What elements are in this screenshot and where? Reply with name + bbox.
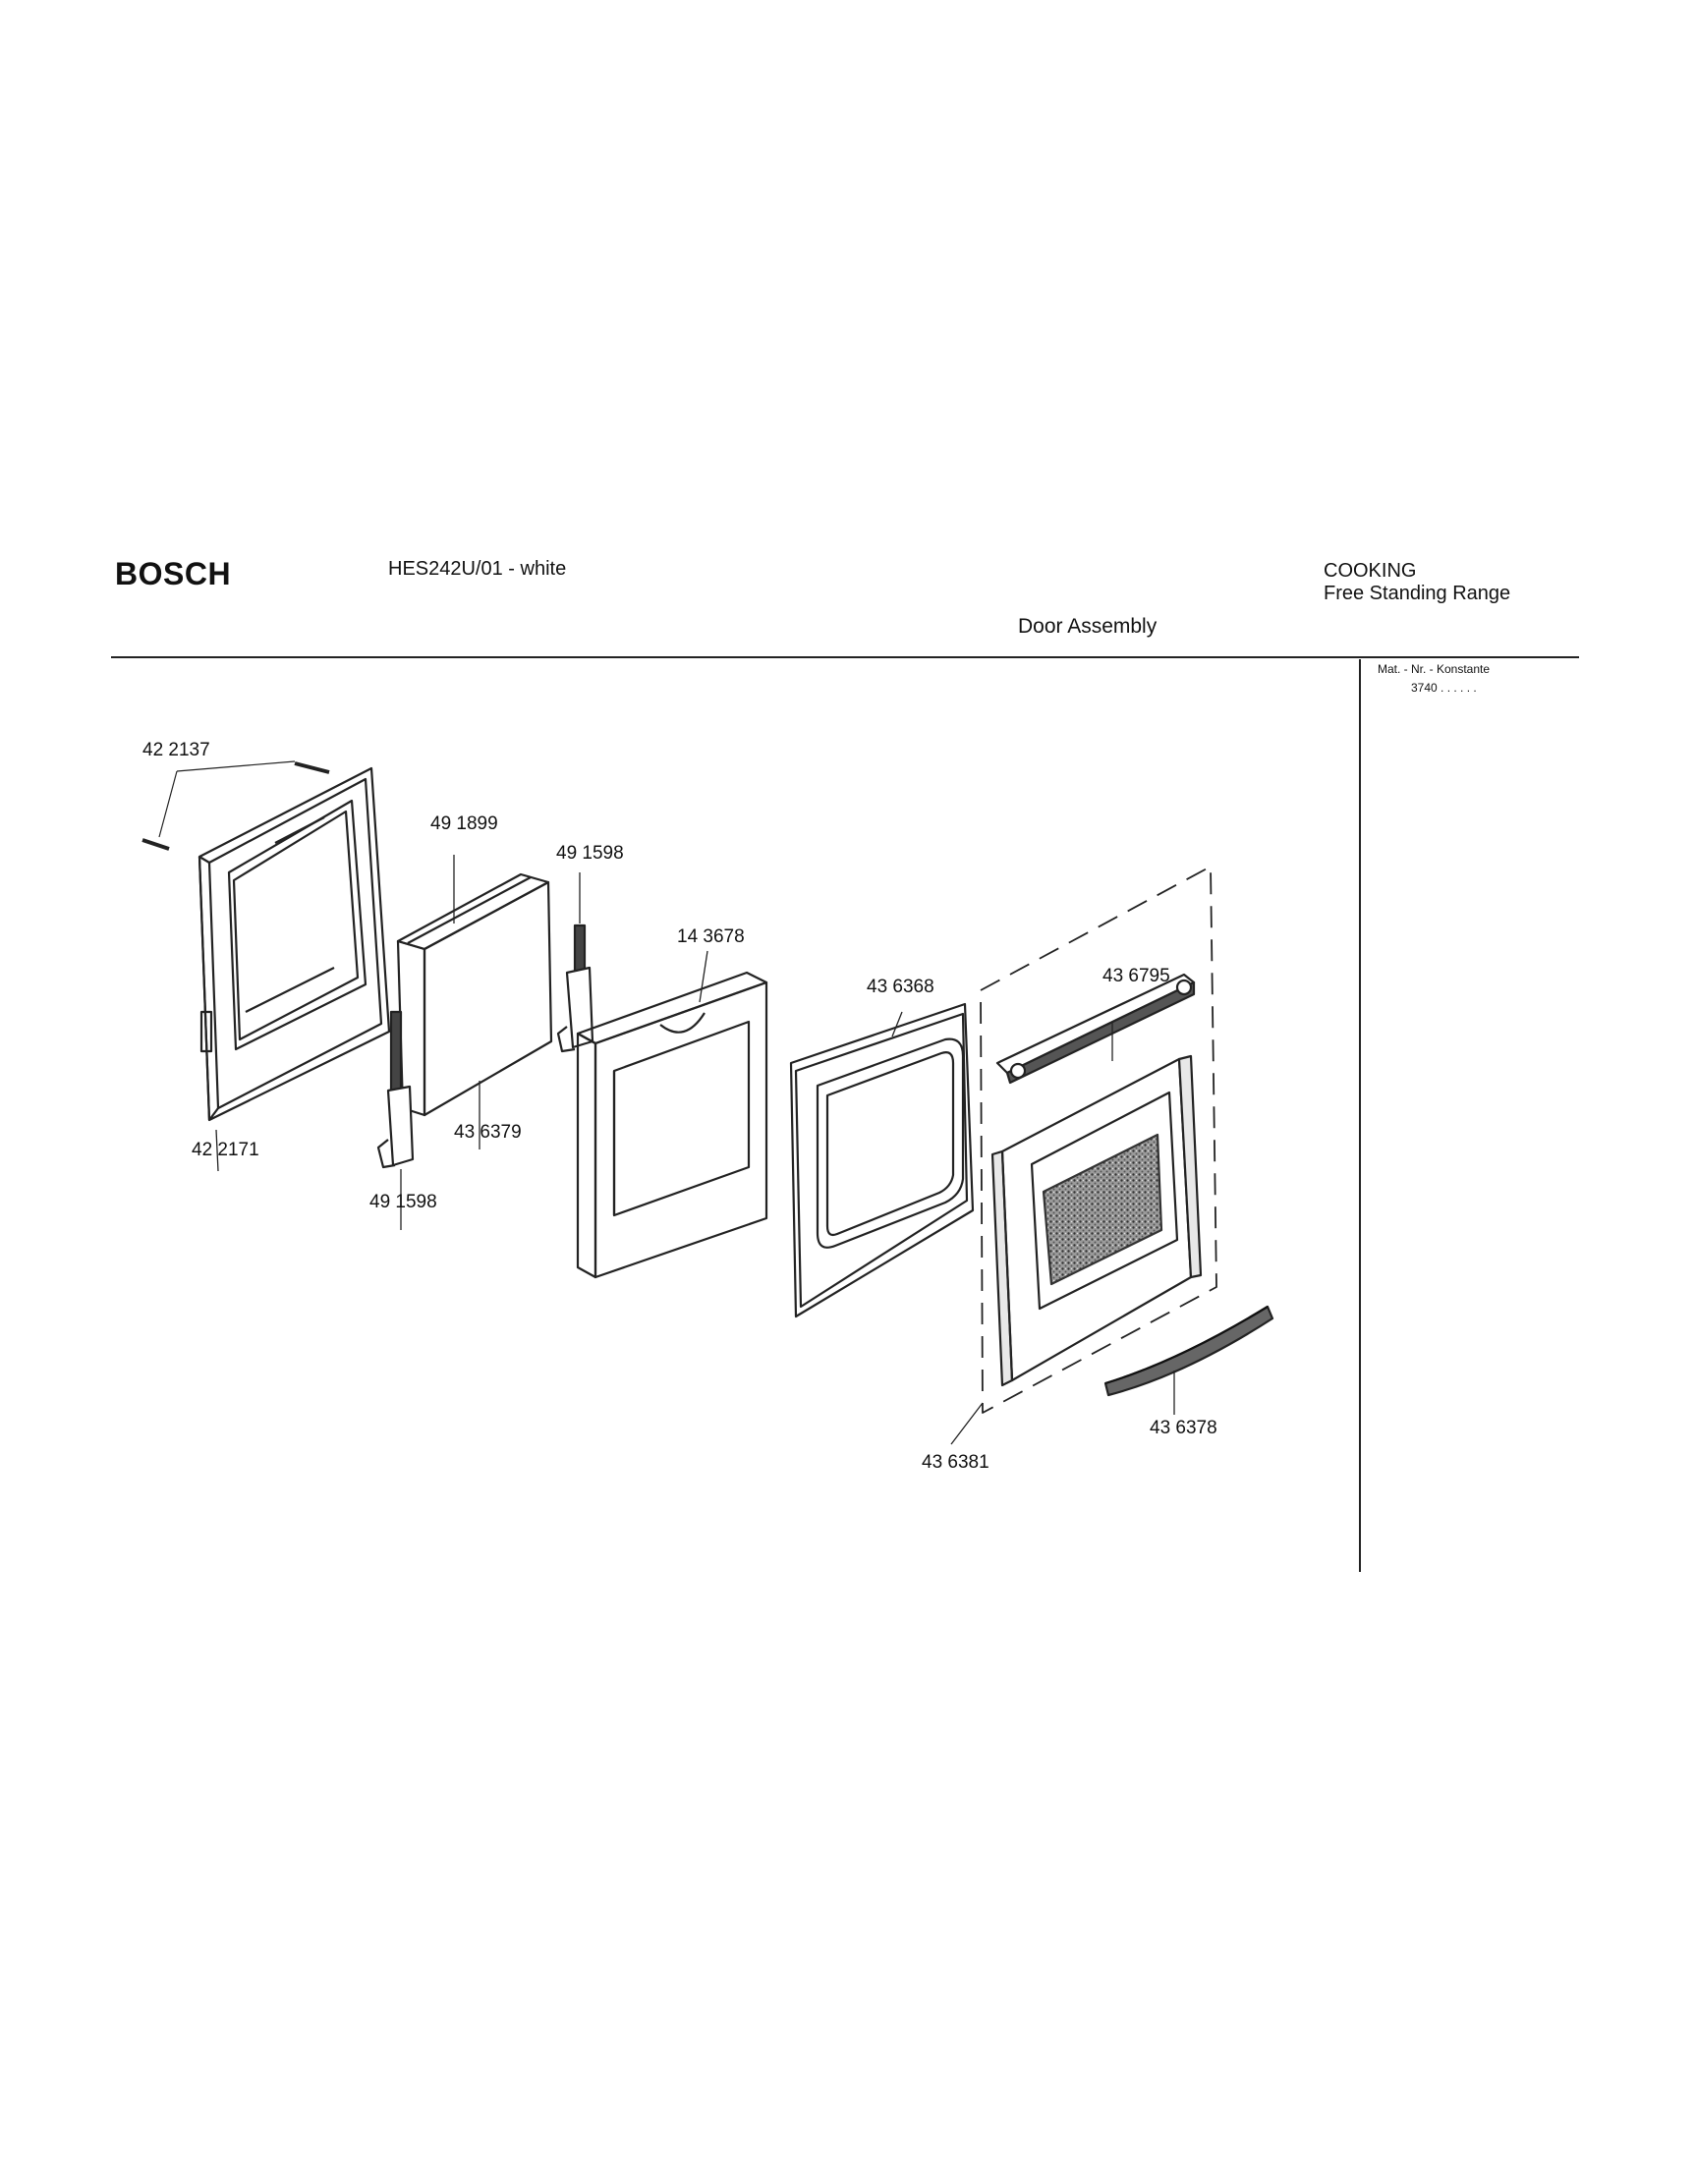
part-label-491598-bottom: 49 1598 [369, 1192, 437, 1212]
part-handle [1103, 1305, 1274, 1397]
part-inner-glass-frame [789, 1002, 975, 1318]
material-number-value: 3740 . . . . . . [1411, 681, 1477, 695]
side-column-divider [1359, 659, 1361, 1572]
part-label-436368: 43 6368 [867, 977, 934, 997]
part-label-436795: 43 6795 [1102, 966, 1170, 986]
part-hinge-bottom [376, 1010, 415, 1169]
model-number: HES242U/01 - white [388, 558, 567, 580]
header-divider [111, 656, 1579, 658]
part-inner-door-panel [990, 1054, 1203, 1387]
part-hinge-top [556, 924, 594, 1053]
category-label: COOKING [1324, 560, 1417, 582]
part-label-143678: 14 3678 [677, 926, 745, 947]
part-label-436378: 43 6378 [1150, 1418, 1217, 1438]
part-insulation-pack [396, 872, 553, 1117]
part-outer-door-frame [198, 766, 391, 1122]
material-number-label: Mat. - Nr. - Konstante [1378, 662, 1491, 676]
part-top-trim-bar [995, 973, 1196, 1085]
part-label-422137: 42 2137 [142, 740, 210, 760]
part-clip-strip [141, 760, 330, 851]
product-type-label: Free Standing Range [1324, 583, 1511, 604]
assembly-dashed-outline [980, 866, 1217, 1414]
part-label-422171: 42 2171 [192, 1140, 259, 1160]
part-label-436379: 43 6379 [454, 1122, 522, 1143]
part-label-491598-top: 49 1598 [556, 843, 624, 864]
brand-logo: BOSCH [115, 556, 232, 591]
leader-lines [215, 855, 1175, 1445]
part-insulation-frame [576, 971, 768, 1279]
part-label-491899: 49 1899 [430, 813, 498, 834]
part-label-436381: 43 6381 [922, 1452, 989, 1473]
page-title: Door Assembly [1018, 615, 1158, 638]
